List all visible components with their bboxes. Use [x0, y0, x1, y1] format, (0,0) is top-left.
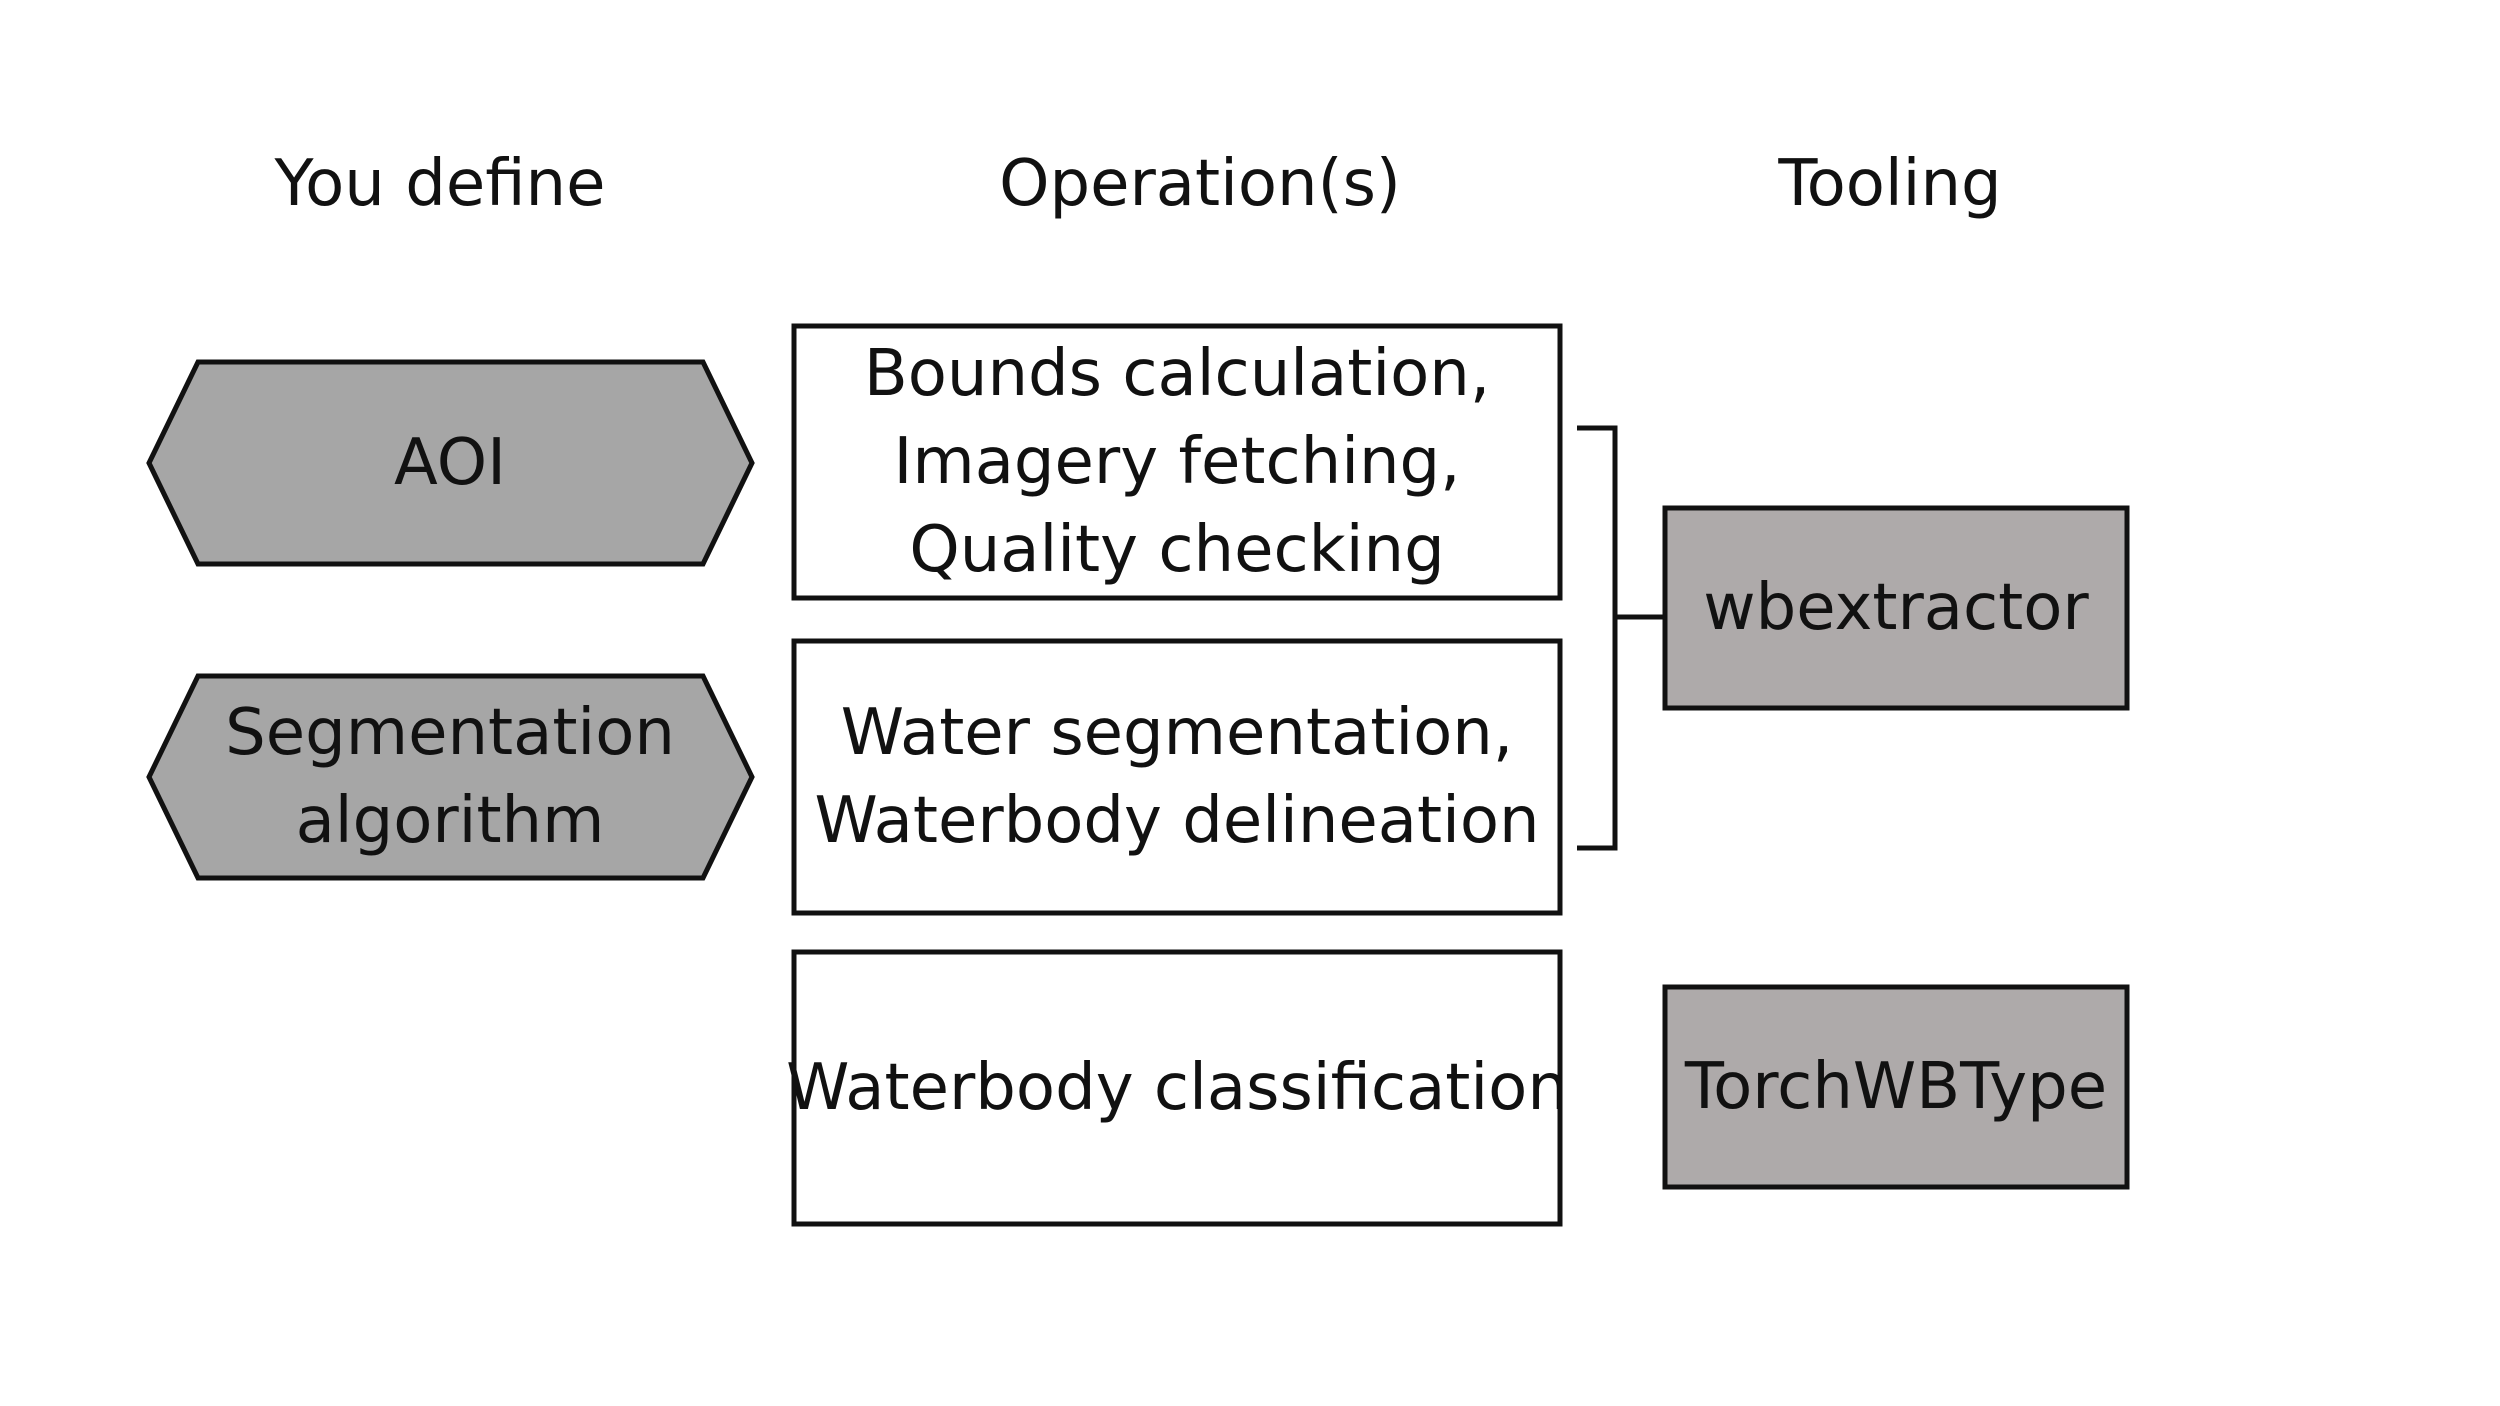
operation-3-label-line-1: Waterbody classification	[786, 1051, 1568, 1125]
wbextractor-box	[1662, 505, 2130, 711]
aoi-label-line-1: AOI	[394, 426, 506, 500]
segmentation-algorithm-label: Segmentation algorithm	[200, 676, 700, 878]
operation-1-label-line-3: Quality checking	[909, 513, 1445, 587]
operation-box-3	[791, 949, 1563, 1227]
operations-header: Operation(s)	[999, 147, 1401, 221]
operation-1-label: Bounds calculation, Imagery fetching, Qual…	[794, 326, 1560, 598]
torchwbtype-label: TorchWBType	[1665, 987, 2127, 1187]
segmentation-algorithm-label-line-2: algorithm	[295, 784, 605, 858]
operation-2-label: Water segmentation, Waterbody delineation	[794, 641, 1560, 913]
operation-box-2	[791, 638, 1563, 916]
you-define-header: You define	[274, 147, 606, 221]
wbextractor-label-line-1: wbextractor	[1703, 571, 2089, 645]
wbextractor-label: wbextractor	[1665, 508, 2127, 708]
aoi-hexagon	[146, 359, 755, 567]
tooling-header: Tooling	[1778, 147, 2002, 221]
segmentation-algorithm-label-line-1: Segmentation	[225, 696, 675, 770]
aoi-label: AOI	[200, 362, 700, 564]
operation-2-label-line-2: Waterbody delineation	[814, 784, 1540, 858]
torchwbtype-label-line-1: TorchWBType	[1684, 1050, 2108, 1124]
torchwbtype-box	[1662, 984, 2130, 1190]
operation-1-label-line-2: Imagery fetching,	[893, 425, 1461, 499]
operation-box-1	[791, 323, 1563, 601]
operation-1-label-line-1: Bounds calculation,	[863, 337, 1491, 411]
operation-2-label-line-1: Water segmentation,	[840, 696, 1514, 770]
operation-3-label: Waterbody classification	[786, 952, 1568, 1224]
segmentation-hexagon	[146, 673, 755, 881]
grouping-bracket	[1577, 425, 1618, 851]
